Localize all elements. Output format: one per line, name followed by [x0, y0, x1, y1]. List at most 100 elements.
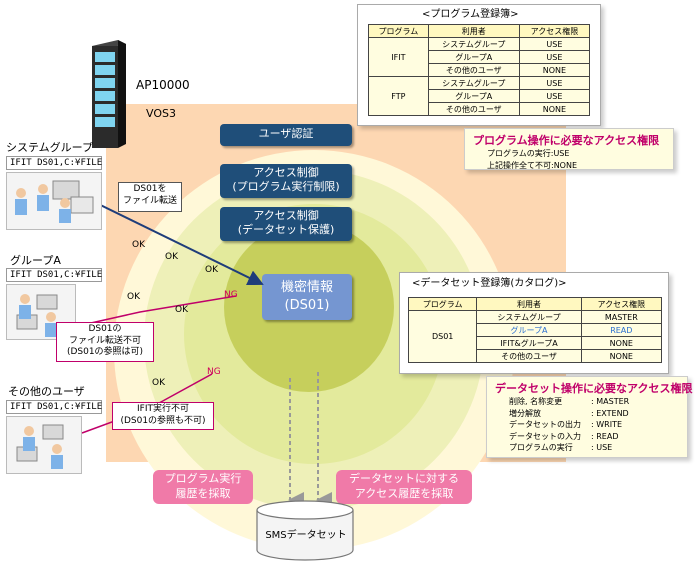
dataset-permission-note: データセット操作に必要なアクセス権限 削除, 名称変更 : MASTER 増分解放… — [486, 376, 693, 458]
dataset-access-title: アクセス制御 — [253, 209, 319, 222]
perm-cell: USE — [518, 89, 591, 103]
user-auth-box: ユーザ認証 — [220, 124, 352, 146]
users-icon — [15, 180, 94, 223]
op-label: 増分解放 — [509, 408, 541, 418]
sms-dataset-label: SMSデータセット — [265, 530, 347, 541]
user-cell: グループA — [427, 50, 520, 64]
file-command-a: IFIT DS01,C:¥FILE — [6, 268, 102, 282]
perm-value: : EXTEND — [591, 408, 629, 418]
os-name: VOS3 — [146, 107, 176, 120]
program-access-control-box: アクセス制御 (プログラム実行制限) — [220, 164, 352, 198]
program-note-line: プログラムの実行:USE — [487, 149, 570, 158]
perm-value: : MASTER — [591, 397, 630, 406]
history-line: プログラム実行 — [164, 472, 242, 485]
table-row: その他のユーザ NONE — [409, 349, 663, 363]
user-cell: システムグループ — [427, 76, 520, 90]
users-system-group — [6, 172, 102, 230]
dataset-note-row: 増分解放 : EXTEND — [495, 408, 679, 420]
users-icon — [16, 424, 64, 469]
user-cell: その他のユーザ — [427, 63, 520, 77]
op-label: プログラムの実行 — [509, 443, 573, 453]
users-other — [6, 416, 82, 474]
ok-mark: OK — [127, 292, 140, 302]
table-row: IFIT システムグループ USE — [368, 37, 591, 77]
file-command-other: IFIT DS01,C:¥FILE — [6, 400, 102, 414]
table-row: FTP システムグループ USE — [368, 76, 591, 116]
ok-mark: OK — [175, 305, 188, 315]
history-line: データセットに対する — [349, 472, 459, 485]
program-access-subtitle: (プログラム実行制限) — [232, 180, 340, 194]
server-rack-icon — [92, 40, 126, 148]
perm-cell: NONE — [518, 102, 591, 116]
program-note-title: プログラム操作に必要なアクセス権限 — [473, 134, 660, 147]
user-cell: システムグループ — [427, 37, 520, 51]
table-row: グループA USE — [369, 89, 591, 103]
history-line: アクセス履歴を採取 — [354, 486, 454, 500]
core-title: 機密情報 — [280, 280, 333, 295]
op-label: 削除, 名称変更 — [509, 397, 563, 406]
user-cell: グループA — [427, 89, 520, 103]
user-cell: システムグループ — [476, 310, 582, 324]
dataset-note-row: データセットの入力 : READ — [495, 431, 679, 443]
ng-mark: NG — [207, 367, 221, 377]
col-header: アクセス権限 — [580, 297, 663, 311]
dataset-access-control-box: アクセス制御 (データセット保護) — [220, 207, 352, 241]
program-registry-panel: <プログラム登録簿> プログラム 利用者 アクセス権限 IFIT システムグルー… — [357, 4, 601, 126]
program-permission-note: プログラム操作に必要なアクセス権限 プログラムの実行:USE 上記操作全て不可:… — [464, 128, 674, 170]
perm-cell: NONE — [580, 336, 663, 350]
perm-value: : USE — [591, 443, 613, 453]
program-registry-title: <プログラム登録簿> — [422, 9, 519, 20]
op-label: データセットの入力 — [509, 431, 581, 441]
group-label-other: その他のユーザ — [8, 385, 85, 398]
ok-mark: OK — [152, 378, 165, 388]
callout-line: DS01の — [88, 324, 122, 334]
ok-mark: OK — [132, 240, 145, 250]
perm-cell: USE — [518, 76, 591, 90]
core-subtitle: (DS01) — [284, 297, 330, 313]
ok-mark: OK — [165, 252, 178, 262]
sms-dataset-cylinder-icon — [256, 500, 354, 561]
user-cell: その他のユーザ — [427, 102, 520, 116]
group-label-system: システムグループ — [6, 141, 94, 154]
transfer-ng-callout: DS01の ファイル転送不可 (DS01の参照は可) — [56, 322, 154, 362]
callout-line: ファイル転送不可 — [68, 335, 141, 346]
program-cell: IFIT — [368, 37, 429, 77]
callout-line: (DS01の参照は可) — [66, 347, 144, 358]
dataset-access-subtitle: (データセット保護) — [237, 223, 335, 237]
user-cell: IFIT&グループA — [476, 336, 582, 350]
dataset-history-label: データセットに対する アクセス履歴を採取 — [336, 470, 472, 504]
ifit-ng-callout: IFIT実行不可 (DS01の参照も不可) — [112, 402, 214, 430]
perm-cell: USE — [518, 37, 591, 51]
col-header: プログラム — [407, 297, 478, 311]
table-row: IFIT&グループA NONE — [409, 336, 663, 350]
col-header: 利用者 — [476, 297, 582, 311]
dataset-note-row: データセットの出力 : WRITE — [495, 419, 679, 431]
program-registry-table: プログラム 利用者 アクセス権限 IFIT システムグループ USE グループA… — [368, 24, 591, 116]
dataset-note-title: データセット操作に必要なアクセス権限 — [495, 382, 693, 395]
program-note-line: 上記操作全て不可:NONE — [487, 160, 578, 170]
table-row: DS01 システムグループ MASTER — [407, 310, 663, 363]
user-cell: グループA — [476, 323, 582, 337]
col-header: 利用者 — [427, 24, 520, 38]
callout-line: IFIT実行不可 — [137, 404, 189, 414]
program-access-title: アクセス制御 — [253, 166, 319, 179]
perm-cell: USE — [518, 50, 591, 64]
server-name: AP10000 — [136, 78, 190, 92]
col-header: プログラム — [368, 24, 429, 38]
transfer-ok-callout: DS01を ファイル転送 — [118, 182, 182, 212]
perm-value: : READ — [591, 431, 619, 441]
op-label: データセットの出力 — [509, 420, 581, 430]
table-row: その他のユーザ NONE — [369, 102, 591, 116]
perm-cell: READ — [580, 323, 663, 337]
perm-cell: NONE — [580, 349, 663, 363]
perm-value: : WRITE — [591, 420, 623, 430]
callout-line: (DS01の参照も不可) — [120, 415, 206, 426]
callout-line: ファイル転送 — [122, 195, 177, 206]
callout-line: DS01を — [133, 184, 167, 194]
dataset-registry-title: <データセット登録簿(カタログ)> — [412, 278, 567, 289]
confidential-data-box: 機密情報 (DS01) — [262, 274, 352, 320]
ng-mark: NG — [224, 290, 238, 300]
program-cell: FTP — [368, 76, 429, 116]
group-label-a: グループA — [10, 254, 61, 267]
